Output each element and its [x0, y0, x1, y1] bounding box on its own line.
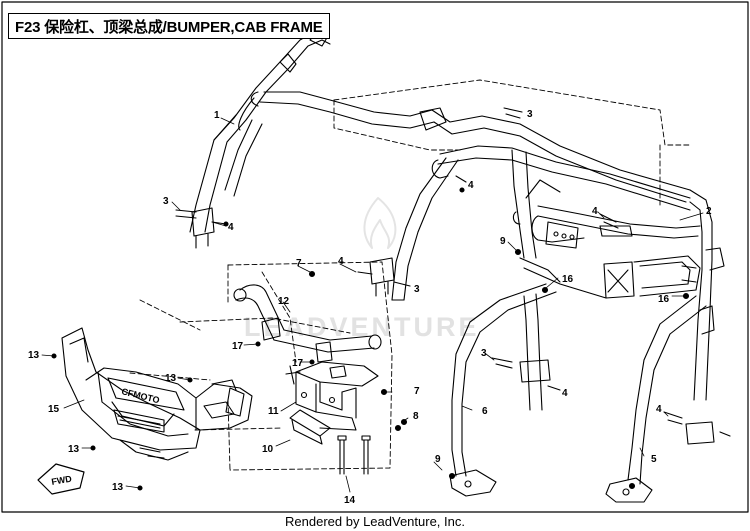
callout-13: 13	[28, 350, 40, 361]
footer-credit: Rendered by LeadVenture, Inc.	[285, 514, 465, 529]
callout-7: 7	[414, 386, 420, 397]
callout-13: 13	[68, 444, 80, 455]
callout-16: 16	[562, 274, 574, 285]
rear-roll-cage	[369, 109, 725, 401]
front-bumper	[61, 327, 253, 461]
upper-crossbar	[233, 284, 382, 363]
callout-4: 4	[562, 388, 568, 399]
callout-9: 9	[435, 454, 441, 465]
callout-13: 13	[112, 482, 124, 493]
long-bolts	[337, 435, 371, 475]
dashed-reference-lines	[129, 79, 691, 471]
callout-4: 4	[468, 180, 474, 191]
drawing-border	[1, 1, 749, 513]
callout-3: 3	[163, 196, 169, 207]
callout-9: 9	[500, 236, 506, 247]
mounting-bracket	[285, 361, 379, 431]
rear-leg-left	[449, 283, 557, 497]
lower-plate	[289, 409, 331, 445]
callout-3: 3	[481, 348, 487, 359]
callout-17: 17	[292, 358, 304, 369]
callout-14: 14	[344, 495, 356, 506]
front-roll-bar	[189, 31, 447, 249]
direction-label: FWD	[51, 473, 73, 486]
callout-13: 13	[165, 373, 177, 384]
callout-17: 17	[232, 341, 244, 352]
callout-leaders	[41, 25, 704, 493]
callout-4: 4	[228, 222, 234, 233]
direction-arrow-icon	[37, 463, 85, 495]
callout-2: 2	[706, 206, 712, 217]
callout-15: 15	[48, 404, 60, 415]
callout-16: 16	[658, 294, 670, 305]
callout-10: 10	[262, 444, 274, 455]
callout-5: 5	[651, 454, 657, 465]
callout-12: 12	[278, 296, 290, 307]
callout-6: 6	[482, 406, 488, 417]
callout-8: 8	[413, 411, 419, 422]
callout-1: 1	[214, 110, 220, 121]
watermark-flame-icon	[363, 197, 397, 249]
callout-7: 7	[296, 258, 302, 269]
callout-4: 4	[656, 404, 662, 415]
callout-4: 4	[338, 256, 344, 267]
callout-11: 11	[268, 406, 279, 417]
rear-leg-right	[605, 295, 715, 503]
callout-3: 3	[527, 109, 533, 120]
diagram-title: F23 保险杠、顶梁总成/BUMPER,CAB FRAME	[8, 13, 330, 39]
callout-3: 3	[414, 284, 420, 295]
callout-4: 4	[592, 206, 598, 217]
callout-labels: 1 2 3 3 3 3 3 4 4 4 4 4 4 5 6 7 7 8 9 9 …	[28, 18, 712, 506]
